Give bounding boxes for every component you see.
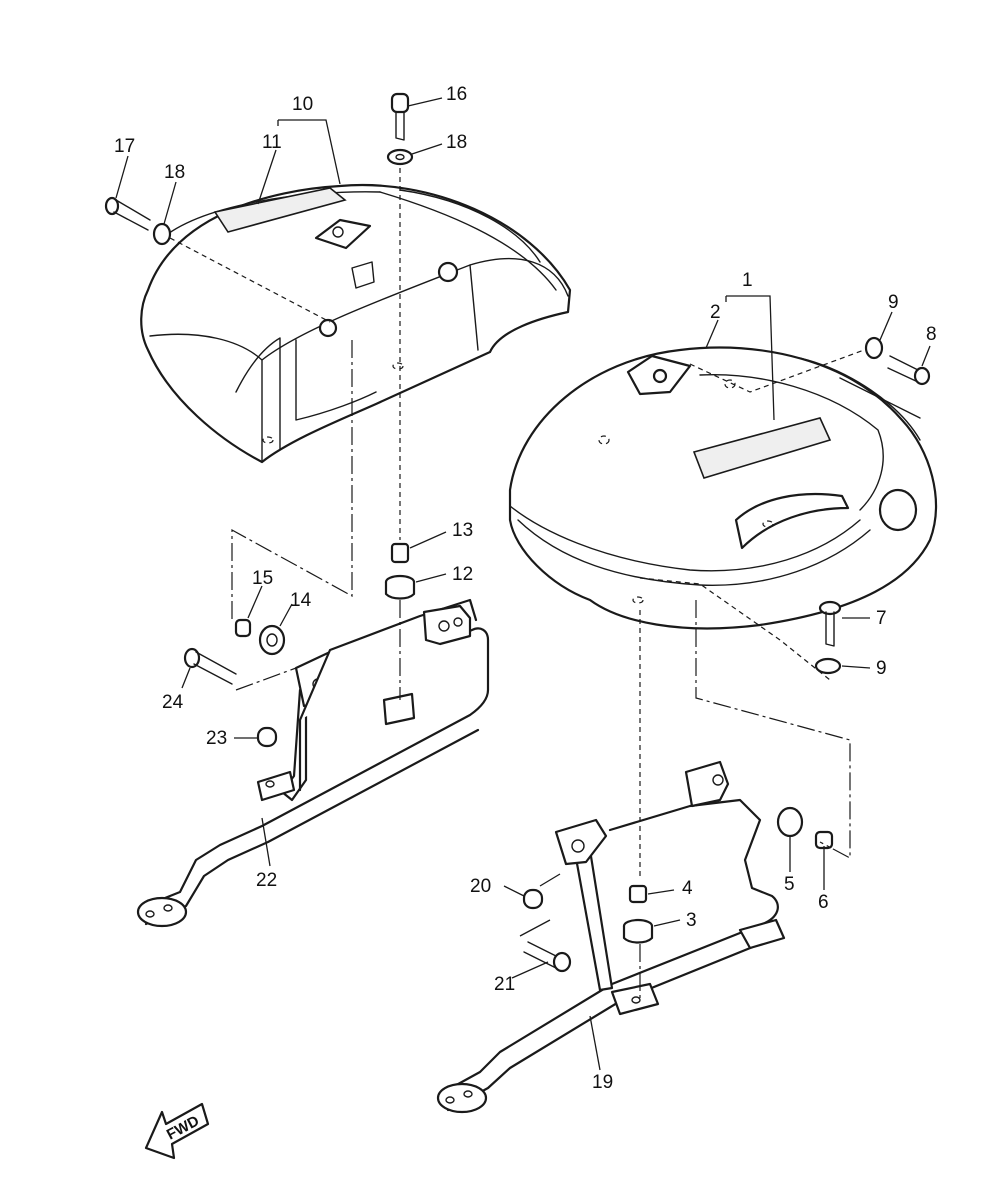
callout-8: 8: [926, 324, 937, 345]
callout-5: 5: [784, 874, 795, 895]
collar-4-icon: [628, 884, 648, 904]
forward-arrow-icon: [144, 1102, 210, 1160]
callout-22: 22: [256, 870, 277, 891]
bolt-17-icon: [104, 196, 120, 216]
right-label-plate: [692, 417, 832, 479]
left-stay-bracket: [136, 598, 490, 928]
callout-numbers: 10 11 17 18 16 18 1 2 9 8 7 9 13 12 15 1…: [114, 84, 937, 1093]
left-label-plate: [213, 187, 347, 233]
callout-7: 7: [876, 608, 887, 629]
assembly-lines: [169, 168, 865, 998]
callout-3: 3: [686, 910, 697, 931]
callout-13: 13: [452, 520, 473, 541]
callout-14: 14: [290, 590, 312, 611]
cap-23-icon: [256, 726, 278, 748]
right-saddlebag: [508, 346, 937, 630]
callout-18-left: 18: [164, 162, 185, 183]
grommet-5-icon: [776, 806, 804, 838]
grommet-14-icon: [258, 624, 286, 656]
bolt-8-icon: [913, 366, 931, 386]
collar-13-icon: [390, 542, 410, 564]
callout-12: 12: [452, 564, 473, 585]
callout-4: 4: [682, 878, 693, 899]
right-handle: [734, 493, 850, 550]
collar-15-icon: [234, 618, 252, 638]
washer-9-icon: [864, 336, 884, 360]
callout-17: 17: [114, 136, 135, 157]
right-reflector: [878, 488, 918, 532]
callout-19: 19: [592, 1072, 613, 1093]
callout-24: 24: [162, 692, 184, 713]
bolt-16-icon: [390, 92, 410, 114]
left-saddlebag: [140, 184, 572, 464]
callout-9-top: 9: [888, 292, 899, 313]
collar-6-icon: [814, 830, 834, 850]
cap-20-icon: [522, 888, 544, 910]
callout-23: 23: [206, 728, 227, 749]
fwd-arrow: FWD: [144, 1102, 210, 1160]
callout-21: 21: [494, 974, 515, 995]
callout-6: 6: [818, 892, 829, 913]
callout-9-bottom: 9: [876, 658, 887, 679]
washer-9b-icon: [814, 657, 842, 675]
bolt-7-icon: [818, 600, 842, 616]
hardware-parts: [104, 92, 931, 973]
washer-18-icon: [386, 148, 414, 166]
washer-18b-icon: [152, 222, 172, 246]
callout-10: 10: [292, 94, 313, 115]
callout-2: 2: [710, 302, 721, 323]
callout-15: 15: [252, 568, 273, 589]
callout-11: 11: [262, 132, 282, 153]
bolt-21-icon: [552, 951, 572, 973]
right-stay-bracket: [436, 760, 786, 1114]
callout-20: 20: [470, 876, 491, 897]
callout-leaders: [115, 97, 931, 1071]
callout-1: 1: [742, 270, 753, 291]
callout-18-top: 18: [446, 132, 467, 153]
callout-16: 16: [446, 84, 467, 105]
bolt-24-icon: [183, 647, 201, 669]
